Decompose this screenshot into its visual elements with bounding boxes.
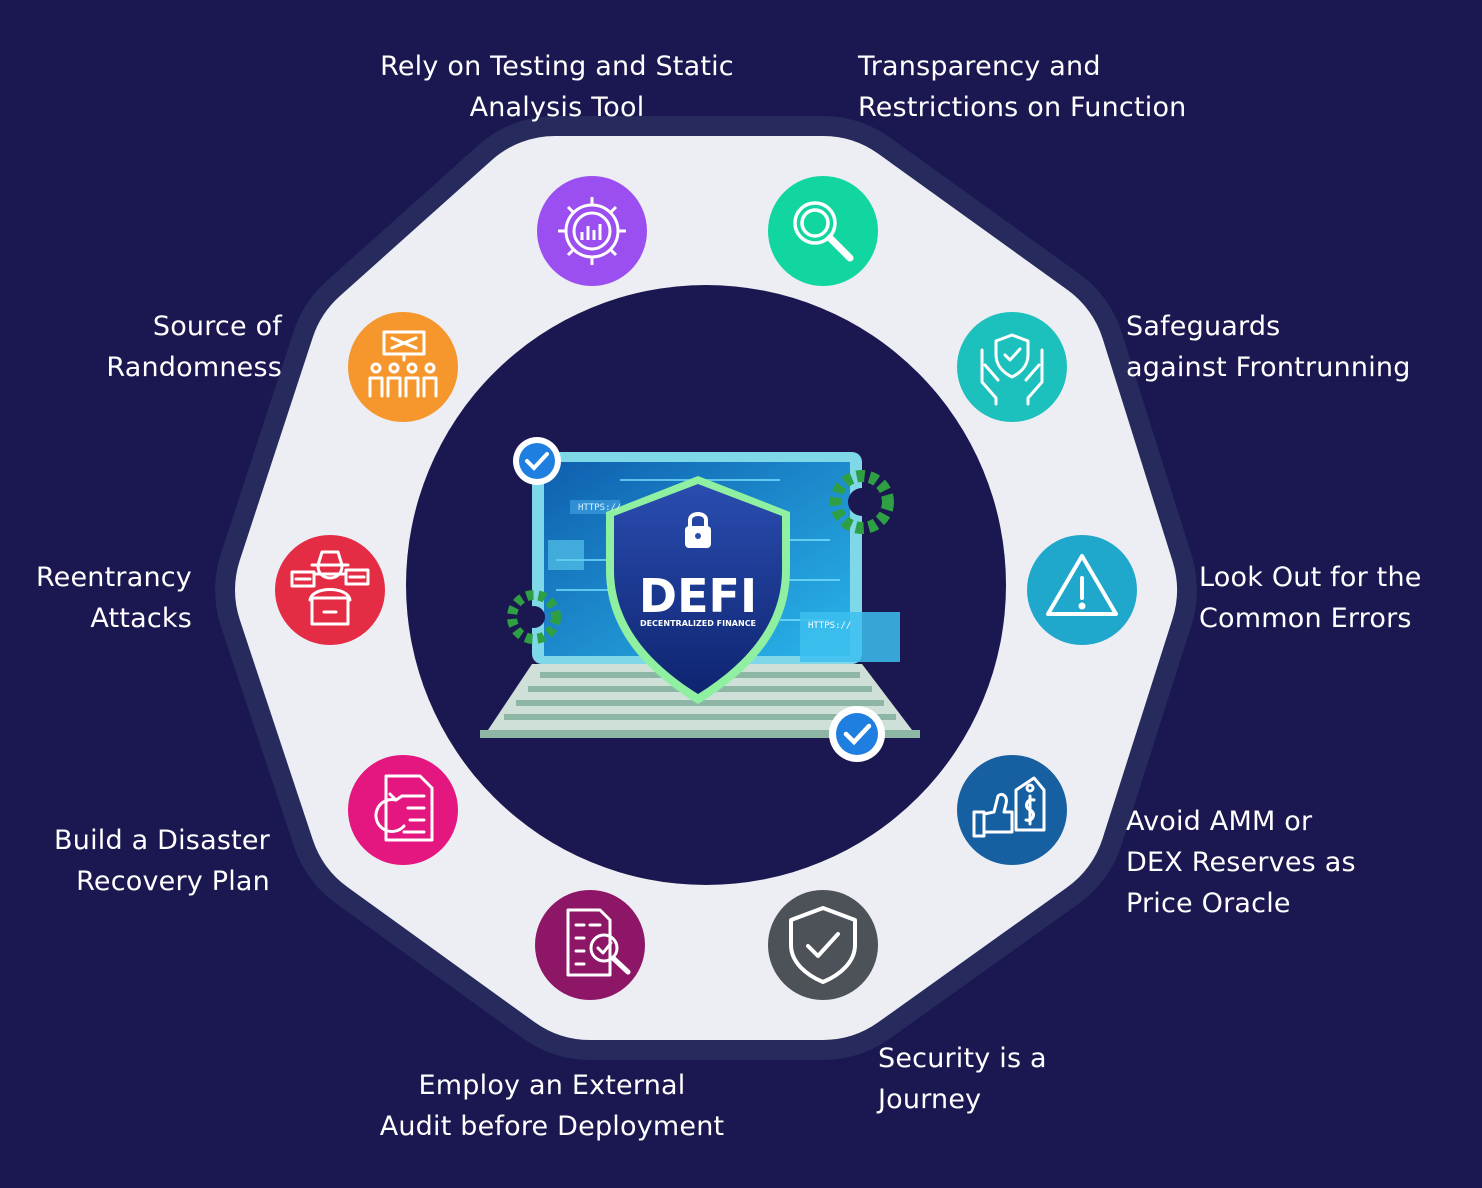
laptop-illustration bbox=[480, 437, 920, 762]
label-errors: Look Out for the Common Errors bbox=[1199, 562, 1422, 634]
defi-title: DEFI bbox=[639, 569, 757, 623]
warning-icon bbox=[1046, 554, 1118, 616]
shuffle-people-icon bbox=[368, 330, 438, 398]
screen-url-left: HTTPS:// bbox=[578, 503, 621, 513]
label-disaster: Build a Disaster Recovery Plan bbox=[54, 825, 270, 897]
shield-check-icon bbox=[789, 906, 857, 984]
label-randomness: Source of Randomness bbox=[106, 311, 282, 383]
hands-shield-icon bbox=[980, 333, 1044, 406]
label-journey: Security is a Journey bbox=[878, 1043, 1047, 1115]
label-transparency: Transparency and Restrictions on Functio… bbox=[858, 51, 1187, 123]
price-tag-icon bbox=[972, 776, 1046, 838]
label-amm: Avoid AMM or DEX Reserves as Price Oracl… bbox=[1126, 806, 1356, 919]
screen-url-right: HTTPS:// bbox=[808, 621, 851, 631]
audit-document-icon bbox=[566, 908, 631, 977]
magnifier-icon bbox=[793, 201, 854, 262]
hacker-icon bbox=[290, 550, 370, 626]
label-testing: Rely on Testing and Static Analysis Tool bbox=[380, 51, 734, 123]
defi-subtitle: DECENTRALIZED FINANCE bbox=[640, 619, 756, 628]
gear-chart-icon bbox=[558, 197, 626, 265]
label-frontrunning: Safeguards against Frontrunning bbox=[1126, 311, 1411, 383]
label-audit: Employ an External Audit before Deployme… bbox=[379, 1070, 725, 1142]
label-reentrancy: Reentrancy Attacks bbox=[35, 562, 192, 634]
recovery-document-icon bbox=[374, 774, 434, 842]
